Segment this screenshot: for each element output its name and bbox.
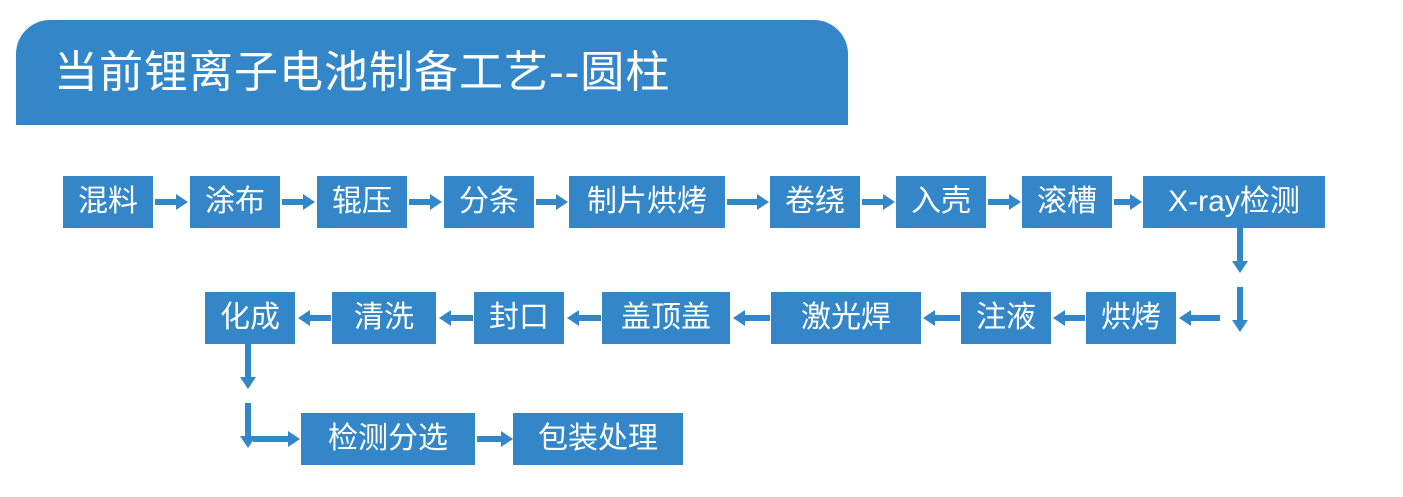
process-node-fentiao[interactable]: 分条 [444,176,534,228]
process-node-tubu[interactable]: 涂布 [190,176,280,228]
process-node-jiance-fenxuan[interactable]: 检测分选 [301,413,475,465]
arrow-tubu-to-gunya [282,199,304,205]
process-node-jiguanghan[interactable]: 激光焊 [771,292,921,344]
process-node-zhuye[interactable]: 注液 [961,292,1051,344]
arrow-fentiao-to-zhipianhongkao [536,199,557,205]
arrow-into-jiancefenxuan [253,436,289,442]
arrow-gunya-to-fentiao [409,199,431,205]
process-node-ruke[interactable]: 入壳 [896,176,986,228]
arrow-guncao-to-xray [1114,199,1131,205]
process-node-hongkao[interactable]: 烘烤 [1086,292,1176,344]
process-node-xray-jiance[interactable]: X-ray检测 [1143,176,1325,228]
process-node-juanrao[interactable]: 卷绕 [770,176,860,228]
arrow-huacheng-down-segment-2 [245,403,251,437]
process-node-zhipian-hongkao[interactable]: 制片烘烤 [569,176,725,228]
arrow-xray-down-segment-1 [1237,228,1243,262]
arrow-zhuye-to-jiguanghan [934,315,960,321]
arrow-jiancefenxuan-to-baozhuang [477,436,502,442]
arrow-hongkao-to-zhuye [1064,315,1085,321]
arrow-zhipianhongkao-to-juanrao [727,199,758,205]
arrow-into-hongkao [1190,315,1220,321]
arrow-hunliao-to-tubu [155,199,177,205]
arrow-qingxi-to-huacheng [309,315,331,321]
arrow-gaidinggai-to-fengkou [578,315,601,321]
title-banner: 当前锂离子电池制备工艺--圆柱 [16,20,848,125]
page-title: 当前锂离子电池制备工艺--圆柱 [54,47,671,97]
arrow-xray-down-segment-2 [1237,287,1243,321]
arrow-ruke-to-guncao [988,199,1010,205]
process-node-gunya[interactable]: 辊压 [317,176,407,228]
process-node-huacheng[interactable]: 化成 [205,292,295,344]
process-node-guncao[interactable]: 滚槽 [1022,176,1112,228]
process-node-fengkou[interactable]: 封口 [474,292,564,344]
arrow-huacheng-down-segment-1 [245,344,251,378]
process-node-gaidinggai[interactable]: 盖顶盖 [602,292,730,344]
arrow-fengkou-to-qingxi [450,315,473,321]
process-node-qingxi[interactable]: 清洗 [332,292,436,344]
arrow-jiguanghan-to-gaidinggai [744,315,770,321]
arrow-juanrao-to-ruke [862,199,884,205]
process-node-hunliao[interactable]: 混料 [63,176,153,228]
process-node-baozhuang-chuli[interactable]: 包装处理 [513,413,683,465]
